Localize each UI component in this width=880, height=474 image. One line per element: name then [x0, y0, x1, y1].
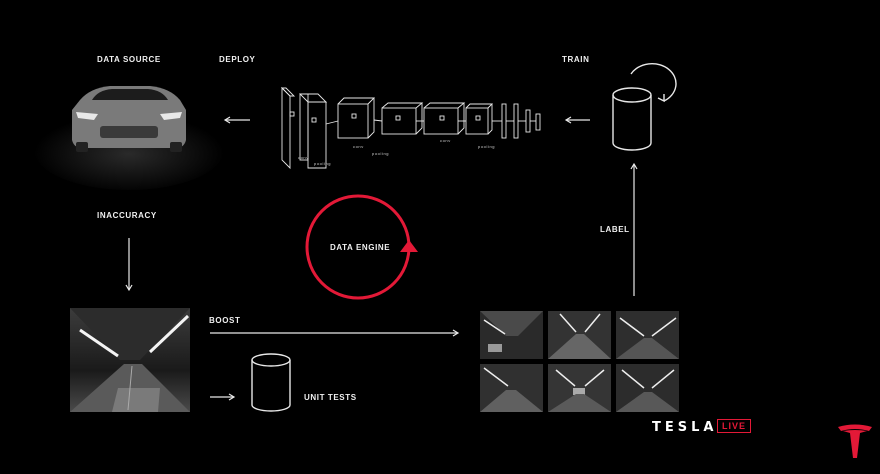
network-annotation: pooling	[372, 151, 390, 156]
boost-label: BOOST	[209, 316, 241, 325]
unit-tests-database-icon	[251, 353, 291, 412]
tesla-wordmark: TESLA	[652, 420, 718, 435]
data-engine-label: DATA ENGINE	[330, 243, 391, 252]
network-annotation: pooling	[314, 161, 332, 166]
unit-tests-label: UNIT TESTS	[304, 393, 357, 402]
car-image	[34, 86, 224, 190]
data-engine-cycle-icon	[305, 194, 418, 300]
network-annotation: conv	[298, 155, 309, 160]
neural-network-diagram	[280, 86, 541, 170]
training-database-icon	[612, 87, 652, 151]
labeled-image-grid	[480, 311, 679, 412]
inaccuracy-label: INACCURACY	[97, 211, 157, 220]
train-label: TRAIN	[562, 55, 590, 64]
boost-arrow	[210, 329, 460, 337]
tunnel-thumbnail	[480, 311, 543, 359]
label-arrow	[630, 162, 638, 296]
inaccuracy-tunnel-image	[70, 308, 190, 412]
deploy-label: DEPLOY	[219, 55, 256, 64]
label-step-label: LABEL	[600, 225, 630, 234]
network-annotation: conv	[440, 138, 451, 143]
network-annotation: pooling	[478, 144, 496, 149]
tunnel-thumbnail	[616, 364, 679, 412]
tunnel-thumbnail	[548, 311, 611, 359]
train-cycle-arrow-icon	[630, 63, 677, 103]
unit-tests-arrow	[210, 393, 236, 401]
tunnel-thumbnail	[548, 364, 611, 412]
inaccuracy-arrow	[125, 238, 133, 292]
data-source-label: DATA SOURCE	[97, 55, 161, 64]
tunnel-thumbnail	[616, 311, 679, 359]
train-arrow	[564, 116, 590, 124]
deploy-arrow	[223, 116, 250, 124]
live-badge: LIVE	[717, 419, 752, 433]
network-annotation: conv	[353, 144, 364, 149]
tesla-logo-icon	[838, 424, 872, 458]
tunnel-thumbnail	[480, 364, 543, 412]
